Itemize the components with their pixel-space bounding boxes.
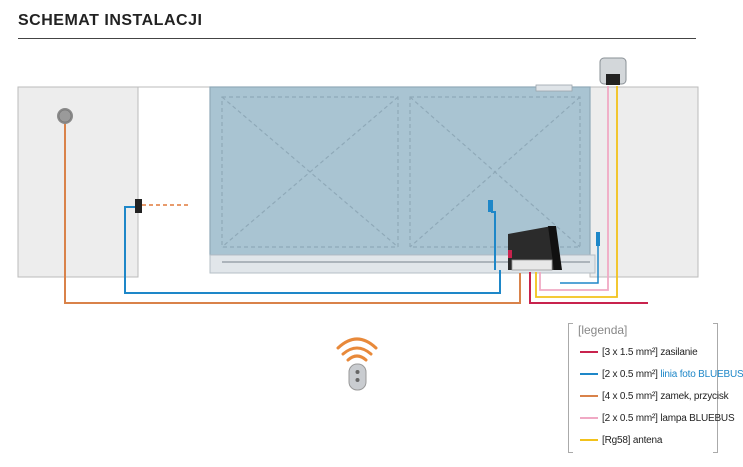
gate-photocell-icon bbox=[488, 200, 493, 212]
legend-label: [4 x 0.5 mm²] zamek, przycisk bbox=[602, 390, 729, 402]
gate-motor-icon bbox=[508, 226, 562, 271]
legend-label: [Rg58] antena bbox=[602, 434, 663, 446]
legend-swatch bbox=[580, 417, 598, 419]
flashing-lamp-icon bbox=[599, 57, 627, 85]
left-wall bbox=[17, 86, 139, 278]
title-divider bbox=[18, 38, 696, 39]
cable-bluebus-right bbox=[560, 246, 599, 284]
page-title: SCHEMAT INSTALACJI bbox=[18, 12, 203, 29]
legend-item-lock: [4 x 0.5 mm²] zamek, przycisk bbox=[580, 389, 729, 403]
legend-swatch bbox=[580, 439, 598, 441]
wall-photocell-icon bbox=[596, 232, 600, 246]
gate-cross-left-b bbox=[221, 96, 399, 248]
legend-label: [2 x 0.5 mm²] lampa BLUEBUS bbox=[602, 412, 735, 424]
gate-panel bbox=[209, 86, 591, 256]
cable-bluebus-left bbox=[124, 206, 501, 294]
cable-power bbox=[529, 272, 648, 304]
legend: [legenda] [3 x 1.5 mm²] zasilanie [2 x 0… bbox=[568, 323, 743, 455]
wireless-signal-icon bbox=[336, 337, 378, 362]
cable-bluebus-gate bbox=[491, 211, 496, 270]
cable-lamp bbox=[539, 86, 609, 291]
legend-swatch bbox=[580, 351, 598, 353]
photocell-icon bbox=[135, 199, 142, 213]
legend-swatch bbox=[580, 373, 598, 375]
legend-label-highlight: linia foto BLUEBUS bbox=[660, 368, 743, 380]
remote-control-icon bbox=[348, 363, 367, 391]
legend-bracket-left bbox=[568, 323, 573, 453]
legend-item-antenna: [Rg58] antena bbox=[580, 433, 662, 447]
key-switch-icon bbox=[57, 108, 73, 124]
gate-cross-right-b bbox=[409, 96, 581, 248]
gate-frame-right bbox=[409, 96, 581, 248]
legend-item-lamp: [2 x 0.5 mm²] lampa BLUEBUS bbox=[580, 411, 735, 425]
legend-label: [2 x 0.5 mm²] linia foto BLUEBUS bbox=[602, 368, 743, 380]
gate-frame-left bbox=[221, 96, 399, 248]
right-wall bbox=[589, 86, 699, 278]
gate-stop bbox=[535, 84, 573, 92]
legend-label: [3 x 1.5 mm²] zasilanie bbox=[602, 346, 698, 358]
cable-lock bbox=[64, 118, 521, 304]
sliding-gate bbox=[209, 84, 596, 274]
legend-bracket-right bbox=[713, 323, 718, 453]
gate-rail bbox=[209, 254, 596, 274]
cable-antenna bbox=[535, 86, 618, 298]
legend-item-bluebus: [2 x 0.5 mm²] linia foto BLUEBUS bbox=[580, 367, 743, 381]
legend-item-power: [3 x 1.5 mm²] zasilanie bbox=[580, 345, 698, 359]
legend-heading: [legenda] bbox=[578, 323, 628, 337]
legend-swatch bbox=[580, 395, 598, 397]
